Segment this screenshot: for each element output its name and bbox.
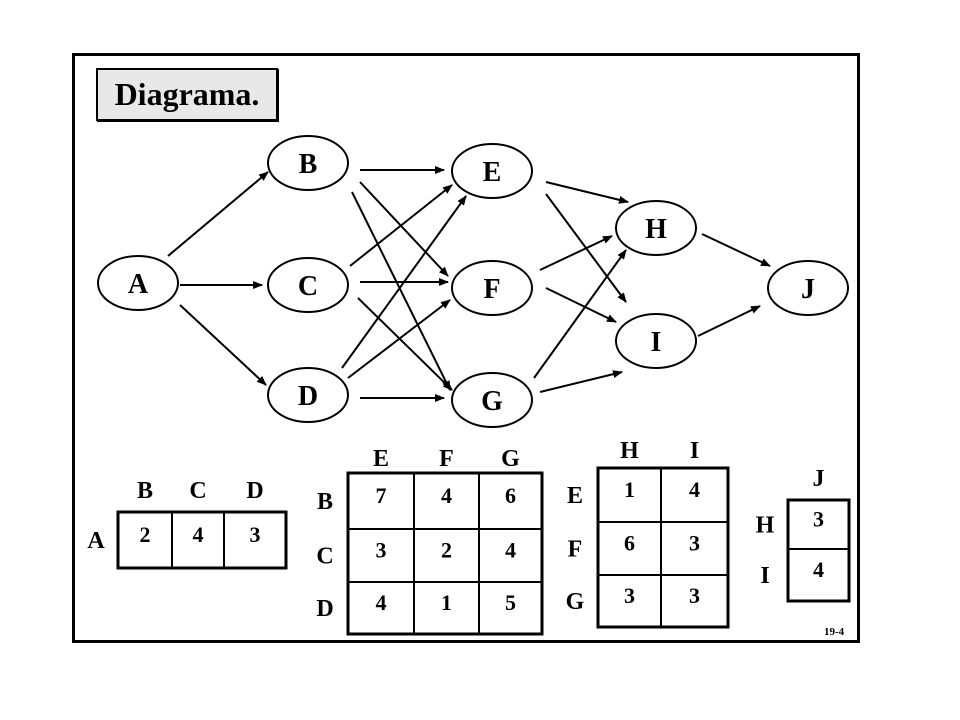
node-d: D xyxy=(267,367,349,423)
footer-code: 19-4 xyxy=(824,626,845,638)
matrix-cell-value: 3 xyxy=(376,538,387,563)
node-ellipse xyxy=(767,260,849,316)
matrix-cell-value: 7 xyxy=(376,483,387,508)
matrix-cell-value: 4 xyxy=(689,477,700,502)
node-label: A xyxy=(128,269,149,300)
node-g: G xyxy=(451,372,533,428)
matrix-cell-value: 4 xyxy=(505,538,516,563)
diagram-frame xyxy=(72,53,860,643)
edge-g-h xyxy=(533,249,627,379)
matrix-row-label: D xyxy=(316,596,333,622)
edge-d-e xyxy=(341,195,467,369)
edge-e-h xyxy=(545,181,629,204)
cost-matrix-stage3: H I E FG 1 4 6 3 3 3 xyxy=(566,438,730,629)
edge-c-g xyxy=(357,297,453,391)
matrix-cell-value: 4 xyxy=(376,590,387,615)
matrix-cell-value: 1 xyxy=(441,590,452,615)
node-ellipse xyxy=(451,372,533,428)
node-a: A xyxy=(97,255,179,311)
node-ellipse xyxy=(267,367,349,423)
node-ellipse xyxy=(267,257,349,313)
matrix-border xyxy=(116,510,288,570)
matrix-cell-value: 6 xyxy=(624,531,635,556)
matrix-col-label: H xyxy=(620,438,639,464)
matrix-border xyxy=(786,498,851,603)
node-label: H xyxy=(645,214,667,245)
matrix-row-label: I xyxy=(760,563,769,589)
node-ellipse xyxy=(267,135,349,191)
edge-b-g xyxy=(351,191,451,391)
node-f: F xyxy=(451,260,533,316)
node-ellipse xyxy=(615,200,697,256)
edge-g-i xyxy=(539,370,623,393)
edge-a-b xyxy=(167,171,269,257)
matrix-cell-value: 5 xyxy=(505,590,516,615)
matrix-cell-value: 2 xyxy=(441,538,452,563)
node-ellipse xyxy=(97,255,179,311)
edge-d-f xyxy=(347,299,451,379)
diagram-title: Diagrama. xyxy=(96,68,278,121)
matrix-row-label: F xyxy=(568,537,583,563)
edges-layer xyxy=(167,166,771,402)
node-i: I xyxy=(615,313,697,369)
node-label: I xyxy=(651,327,662,358)
matrix-col-label: C xyxy=(189,478,206,504)
matrix-row-label: E xyxy=(567,483,583,509)
edge-b-f xyxy=(359,181,449,277)
matrix-col-label: G xyxy=(501,446,520,472)
nodes-layer: A B C D E F G H I J xyxy=(97,135,849,428)
node-label: G xyxy=(481,386,503,417)
edge-c-e xyxy=(349,184,453,267)
matrix-cell-value: 6 xyxy=(505,483,516,508)
node-ellipse xyxy=(451,260,533,316)
matrix-col-label: J xyxy=(813,466,825,492)
matrix-row-label: H xyxy=(756,513,775,539)
matrix-cell-value: 1 xyxy=(624,477,635,502)
node-label: F xyxy=(483,274,500,305)
matrix-col-label: I xyxy=(690,438,699,464)
matrix-col-label: F xyxy=(439,446,454,472)
matrix-col-label: B xyxy=(137,478,153,504)
matrix-col-label: E xyxy=(373,446,389,472)
matrix-row-label: C xyxy=(316,544,333,570)
node-b: B xyxy=(267,135,349,191)
matrix-cell-value: 2 xyxy=(140,522,151,547)
matrix-border xyxy=(346,471,544,636)
node-h: H xyxy=(615,200,697,256)
node-label: C xyxy=(298,271,318,302)
matrix-cell-value: 4 xyxy=(441,483,452,508)
node-e: E xyxy=(451,143,533,199)
edge-f-h xyxy=(539,235,613,271)
cost-matrix-stage2: E F G B CD 7 4 6 3 2 4 4 1 5 xyxy=(316,446,544,636)
matrix-row-label: A xyxy=(87,528,105,554)
matrix-col-label: D xyxy=(246,478,263,504)
node-label: J xyxy=(801,274,815,305)
matrix-row-label: B xyxy=(317,489,333,515)
node-j: J xyxy=(767,260,849,316)
edge-i-j xyxy=(697,305,761,337)
matrix-row-label: G xyxy=(566,589,585,615)
edge-h-j xyxy=(701,233,771,267)
matrix-cell-value: 3 xyxy=(813,507,824,532)
matrix-cell-value: 4 xyxy=(813,557,824,582)
matrix-cell-value: 3 xyxy=(250,522,261,547)
cost-matrix-stage4: J HI 3 4 xyxy=(756,466,851,603)
matrix-border xyxy=(596,466,730,629)
node-ellipse xyxy=(451,143,533,199)
edge-a-d xyxy=(179,304,267,386)
matrix-cell-value: 3 xyxy=(689,583,700,608)
node-label: D xyxy=(298,381,318,412)
matrix-cell-value: 3 xyxy=(689,531,700,556)
node-ellipse xyxy=(615,313,697,369)
matrix-cell-value: 4 xyxy=(193,522,204,547)
edge-f-i xyxy=(545,287,617,323)
node-label: E xyxy=(483,157,502,188)
node-label: B xyxy=(299,149,318,180)
node-c: C xyxy=(267,257,349,313)
cost-matrix-stage1: B C D A 2 4 3 xyxy=(87,478,288,570)
matrix-cell-value: 3 xyxy=(624,583,635,608)
